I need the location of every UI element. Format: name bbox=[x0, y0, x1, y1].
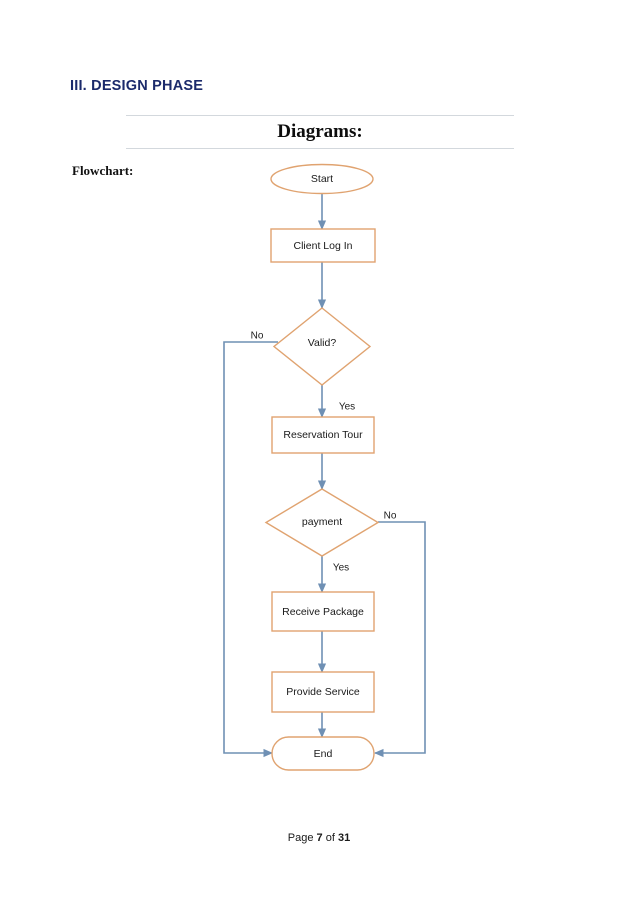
node-reservation-tour bbox=[271, 416, 375, 454]
diagrams-banner-title: Diagrams: bbox=[277, 121, 363, 142]
node-start bbox=[270, 163, 374, 195]
footer-middle: of bbox=[322, 832, 338, 844]
node-provide-service bbox=[271, 671, 375, 713]
connector-payment-no-to-end bbox=[374, 521, 426, 758]
node-valid bbox=[272, 307, 372, 386]
page-footer: Page 7 of 31 bbox=[0, 832, 638, 844]
node-end bbox=[271, 736, 375, 771]
footer-current-page: 7 bbox=[316, 832, 323, 844]
connector-valid-no-to-end bbox=[223, 341, 278, 758]
footer-prefix: Page bbox=[287, 832, 317, 844]
edge-label-payment-yes: Yes bbox=[332, 562, 350, 574]
node-client-login bbox=[270, 228, 376, 263]
footer-total-pages: 31 bbox=[337, 832, 351, 844]
figure-caption: Flowchart: bbox=[72, 163, 134, 178]
edge-label-valid-yes: Yes bbox=[338, 401, 356, 413]
flowchart-nodes bbox=[264, 163, 380, 771]
node-payment bbox=[264, 488, 380, 557]
edge-label-valid-no: No bbox=[250, 330, 264, 342]
edge-label-payment-no: No bbox=[383, 510, 397, 522]
diagrams-banner: Diagrams: bbox=[126, 115, 514, 149]
node-receive-package bbox=[271, 591, 375, 632]
page-title: III. DESIGN PHASE bbox=[70, 78, 204, 94]
flowchart-connectors bbox=[223, 194, 426, 758]
